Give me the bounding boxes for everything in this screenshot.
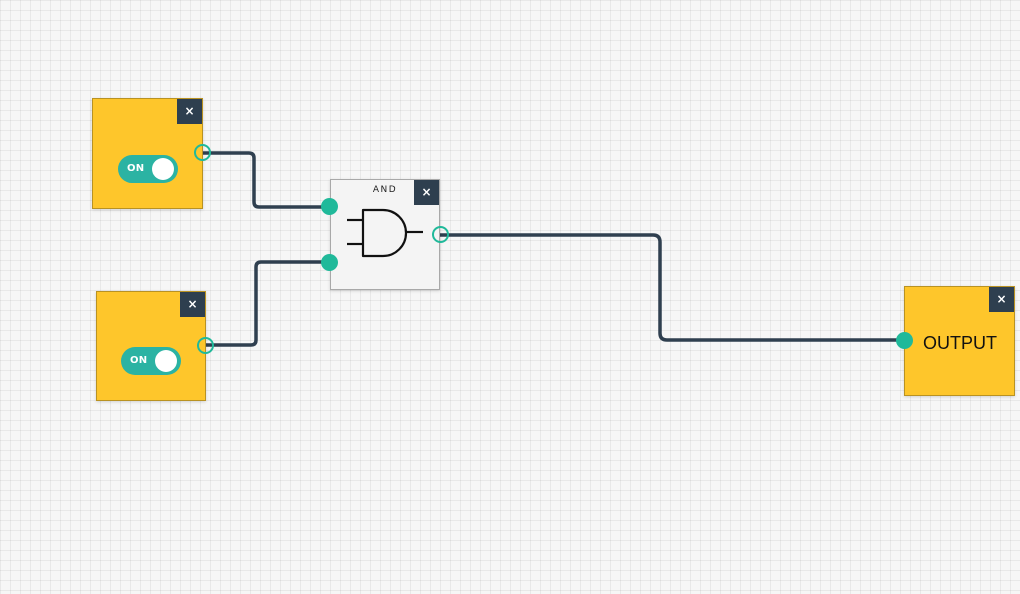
and-gate-icon <box>347 208 423 258</box>
wire-input2-to-and[interactable] <box>204 260 331 347</box>
input-switch-node-1[interactable]: × ON <box>92 98 203 209</box>
close-icon[interactable]: × <box>414 180 439 205</box>
close-icon[interactable]: × <box>177 99 202 124</box>
close-icon[interactable]: × <box>989 287 1014 312</box>
close-icon[interactable]: × <box>180 292 205 317</box>
input-port-and-2[interactable] <box>321 254 338 271</box>
input-port-and-1[interactable] <box>321 198 338 215</box>
gate-title: AND <box>372 185 398 195</box>
input-switch-node-2[interactable]: × ON <box>96 291 206 401</box>
toggle-knob-2 <box>155 350 177 372</box>
toggle-knob-1 <box>152 158 174 180</box>
and-gate-node[interactable]: AND × <box>330 179 440 290</box>
output-label: OUTPUT <box>923 333 997 353</box>
input-port-output[interactable] <box>896 332 913 349</box>
toggle-label-1: ON <box>127 163 145 174</box>
output-node[interactable]: OUTPUT × <box>904 286 1015 396</box>
toggle-switch-2[interactable]: ON <box>121 347 181 375</box>
wire-input1-to-and[interactable] <box>201 151 331 209</box>
toggle-switch-1[interactable]: ON <box>118 155 178 183</box>
wire-and-to-output[interactable] <box>438 233 906 342</box>
output-port-input-1[interactable] <box>194 144 211 161</box>
toggle-label-2: ON <box>130 355 148 366</box>
output-port-and[interactable] <box>432 226 449 243</box>
output-port-input-2[interactable] <box>197 337 214 354</box>
